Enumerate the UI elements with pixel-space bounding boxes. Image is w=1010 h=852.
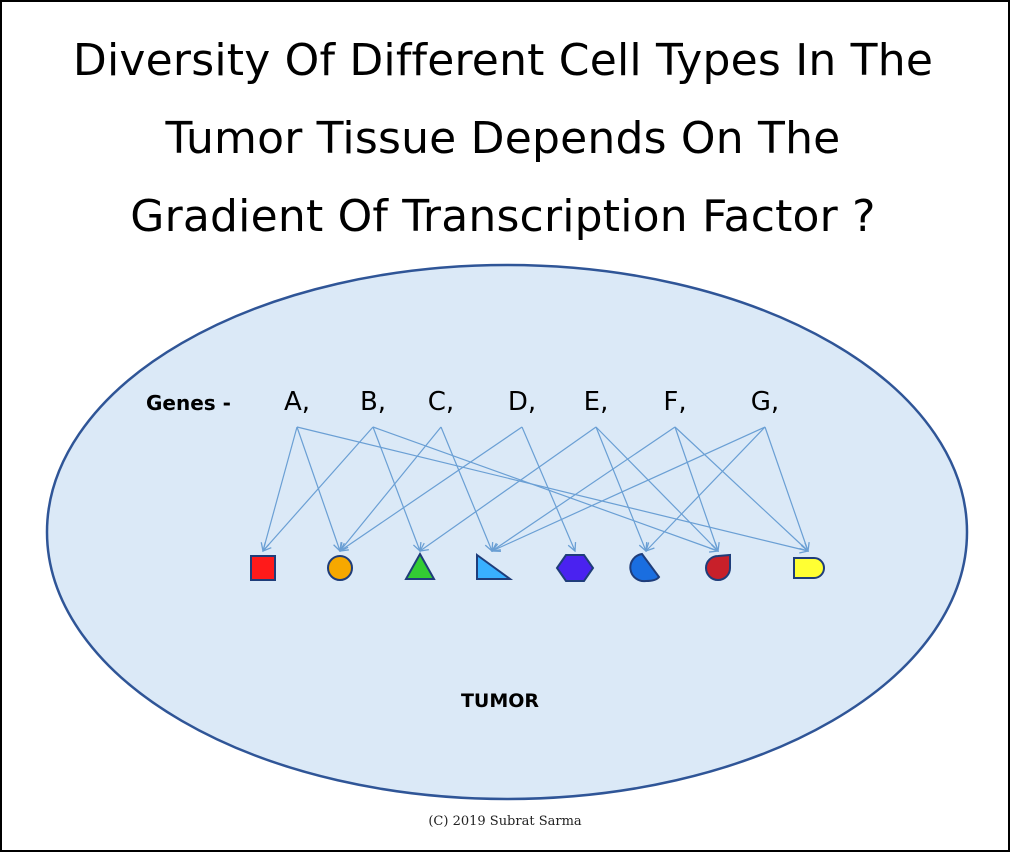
gene-label-a: A,	[284, 387, 310, 417]
arrow-d-to-cell-5	[521, 426, 575, 551]
gene-label-g: G,	[751, 387, 779, 417]
gene-labels: A, B, C, D, E, F, G,	[284, 387, 779, 417]
figure-title: Diversity Of Different Cell Types In The…	[10, 22, 996, 256]
tumor-ellipse	[45, 263, 969, 801]
genes-label: Genes -	[146, 391, 231, 415]
arrow-e-to-cell-6	[595, 426, 646, 551]
arrow-e-to-cell-3	[420, 426, 597, 551]
cell-type-2-circle	[327, 555, 353, 581]
tumor-label: TUMOR	[461, 690, 539, 712]
arrow-f-to-cell-7	[674, 426, 718, 551]
arrow-g-to-cell-4	[492, 426, 766, 551]
arrow-e-to-cell-7	[595, 426, 718, 551]
title-line-1: Diversity Of Different Cell Types In The	[72, 35, 934, 86]
title-line-2: Tumor Tissue Depends On The	[165, 113, 841, 164]
cell-type-3-triangle	[404, 551, 436, 580]
gene-label-e: E,	[584, 387, 609, 417]
gene-label-f: F,	[663, 387, 686, 417]
gene-label-d: D,	[508, 387, 536, 417]
copyright-credit: (C) 2019 Subrat Sarma	[428, 814, 582, 829]
arrow-f-to-cell-4	[492, 426, 676, 551]
arrow-c-to-cell-2	[340, 426, 442, 551]
arrow-g-to-cell-6	[646, 426, 766, 551]
title-line-3: Gradient Of Transcription Factor ?	[130, 191, 876, 242]
cell-type-4-right-triangle	[476, 553, 514, 580]
cell-type-7-teardrop	[705, 553, 731, 581]
arrow-d-to-cell-2	[340, 426, 523, 551]
arrow-b-to-cell-7	[372, 426, 718, 551]
arrow-group	[263, 426, 808, 551]
gene-label-c: C,	[428, 387, 454, 417]
arrow-b-to-cell-3	[372, 426, 420, 551]
arrow-f-to-cell-8	[674, 426, 808, 551]
arrow-a-to-cell-1	[263, 426, 298, 551]
arrow-g-to-cell-8	[764, 426, 808, 551]
cell-type-6-tear-blob	[629, 552, 661, 583]
cell-type-5-hexagon	[555, 554, 595, 582]
arrow-c-to-cell-4	[440, 426, 492, 551]
arrow-b-to-cell-1	[263, 426, 374, 551]
gene-label-b: B,	[360, 387, 386, 417]
cell-type-1-square	[250, 555, 276, 581]
arrow-a-to-cell-8	[296, 426, 808, 551]
cell-type-8-d-shape	[793, 557, 825, 579]
cell-type-shapes	[250, 551, 825, 583]
